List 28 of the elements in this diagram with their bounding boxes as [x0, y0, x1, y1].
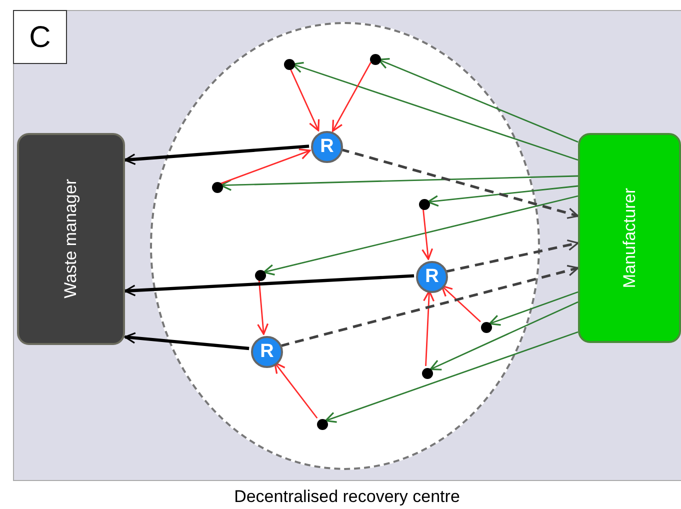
- arrow: [430, 301, 578, 370]
- arrow: [445, 239, 579, 273]
- arrow: [378, 58, 578, 143]
- arrow: [124, 332, 250, 350]
- arrow: [274, 362, 318, 419]
- actor-box: [17, 133, 125, 345]
- arrow: [423, 290, 435, 366]
- arrow: [340, 148, 579, 219]
- arrow: [124, 144, 310, 166]
- arrow: [332, 62, 372, 132]
- actor-label: Waste manager: [60, 179, 82, 299]
- panel-letter: C: [13, 10, 67, 64]
- arrow: [427, 185, 578, 207]
- caption: Decentralised recovery centre: [233, 486, 461, 508]
- arrow: [422, 208, 434, 260]
- arrow: [263, 195, 578, 276]
- arrow: [124, 274, 414, 296]
- arrow: [289, 67, 320, 132]
- arrow: [488, 291, 578, 326]
- arrow: [280, 264, 579, 348]
- actor-label: Manufacturer: [618, 188, 640, 288]
- arrow: [440, 285, 481, 322]
- arrow: [220, 148, 311, 184]
- arrow: [324, 331, 578, 423]
- arrow: [220, 175, 578, 191]
- arrow: [257, 278, 269, 335]
- arrow: [292, 62, 578, 161]
- actor-box: [578, 133, 681, 343]
